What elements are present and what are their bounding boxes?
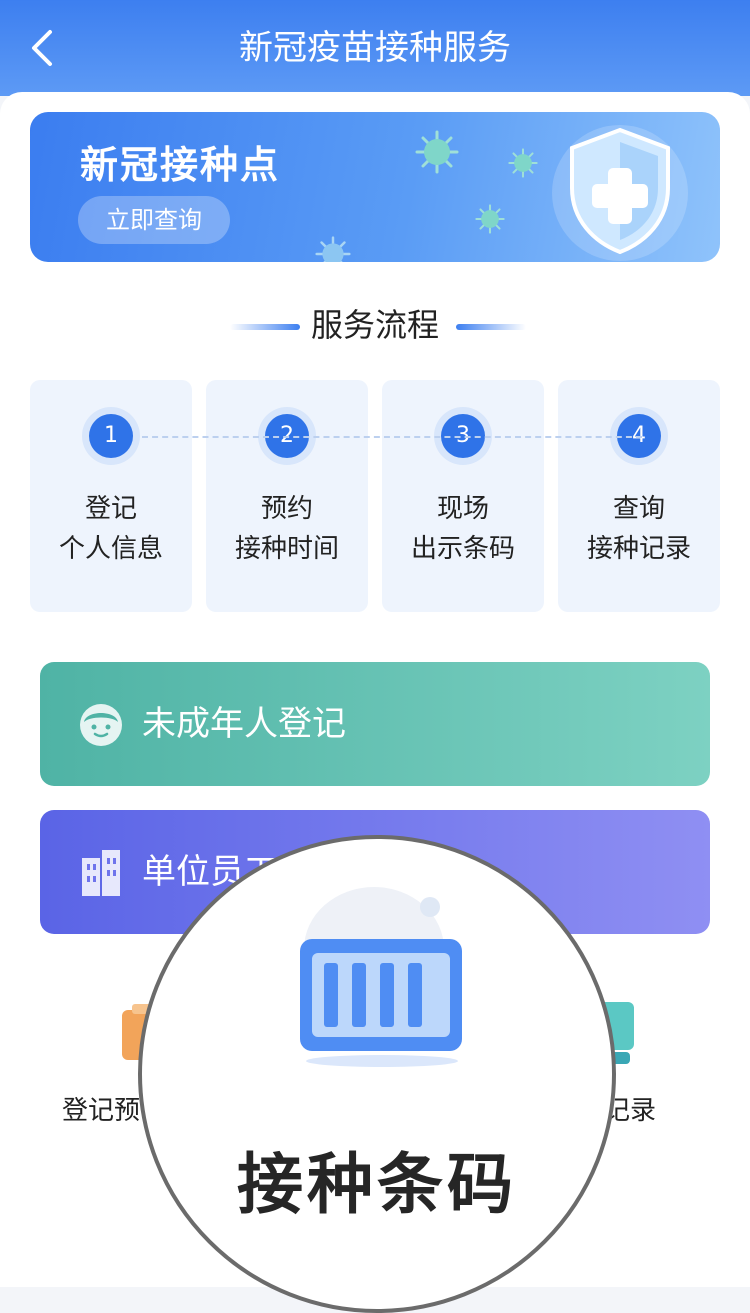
step-connector [142,436,642,438]
child-face-icon [80,704,122,746]
step-subtitle: 接种记录 [586,534,691,564]
step-register-info: 1 登记 个人信息 [30,380,192,612]
barcode-icon [300,887,462,1067]
minor-registration-button[interactable]: 未成年人登记 [40,662,710,786]
banner-title: 新冠接种点 [80,143,281,187]
building-icon [82,850,120,896]
step-show-barcode: 3 现场 出示条码 [382,380,544,612]
section-title: 服务流程 [310,306,439,344]
top-bar: 新冠疫苗接种服务 [0,0,750,96]
page-title: 新冠疫苗接种服务 [239,28,511,68]
chevron-left-icon[interactable] [22,26,62,70]
step-number: 1 [89,414,133,458]
title-decoration-right [456,324,526,330]
step-number: 4 [617,414,661,458]
step-title: 查询 [612,494,665,524]
virus-icon [508,148,538,178]
step-book-time: 2 预约 接种时间 [206,380,368,612]
vaccination-barcode-label[interactable]: 接种条码 [237,1146,517,1223]
step-subtitle: 出示条码 [410,534,515,564]
step-subtitle: 接种时间 [234,534,339,564]
virus-icon [415,130,459,174]
virus-icon [315,236,351,262]
minor-registration-label: 未成年人登记 [142,704,346,744]
step-title: 现场 [436,494,489,524]
step-subtitle: 个人信息 [58,534,163,564]
process-steps: 1 登记 个人信息 2 预约 接种时间 3 现场 出示条码 4 查询 接种记录 [30,380,720,612]
vaccination-site-banner[interactable]: 新冠接种点 立即查询 [30,112,720,262]
step-title: 预约 [260,494,313,524]
virus-icon [475,204,505,234]
shield-plus-icon [552,125,688,261]
grid-item-label[interactable]: 登记预 [62,1096,141,1126]
step-query-record: 4 查询 接种记录 [558,380,720,612]
step-title: 登记 [84,494,137,524]
query-now-button[interactable]: 立即查询 [78,196,230,244]
title-decoration-left [230,324,300,330]
magnifier-callout: 接种条码 [138,835,616,1313]
